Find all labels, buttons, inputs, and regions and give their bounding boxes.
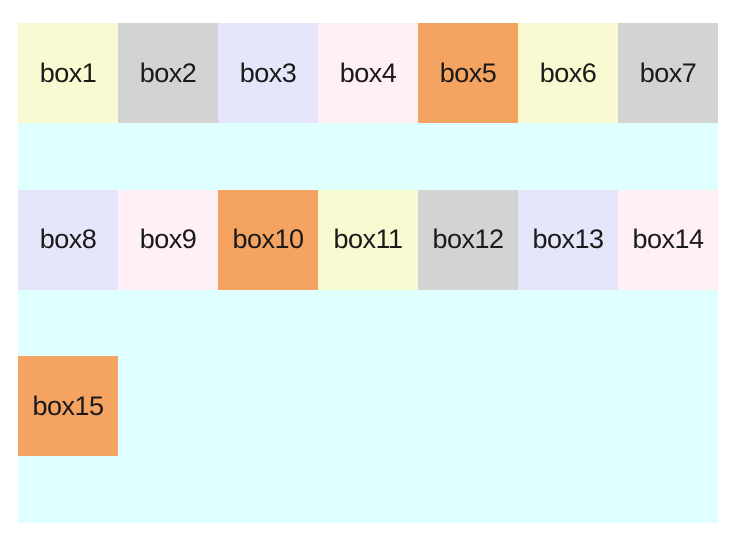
box: box4 (318, 23, 418, 123)
box: box5 (418, 23, 518, 123)
box: box11 (318, 189, 418, 290)
box: box14 (618, 189, 718, 290)
flex-container: box1 box2 box3 box4 box5 box6 box7 box8 … (18, 23, 718, 523)
box: box10 (218, 189, 318, 290)
box: box3 (218, 23, 318, 123)
box: box12 (418, 189, 518, 290)
box: box6 (518, 23, 618, 123)
box: box8 (18, 189, 118, 290)
box: box9 (118, 189, 218, 290)
box: box7 (618, 23, 718, 123)
box: box15 (18, 356, 118, 457)
box: box13 (518, 189, 618, 290)
box: box2 (118, 23, 218, 123)
box: box1 (18, 23, 118, 123)
